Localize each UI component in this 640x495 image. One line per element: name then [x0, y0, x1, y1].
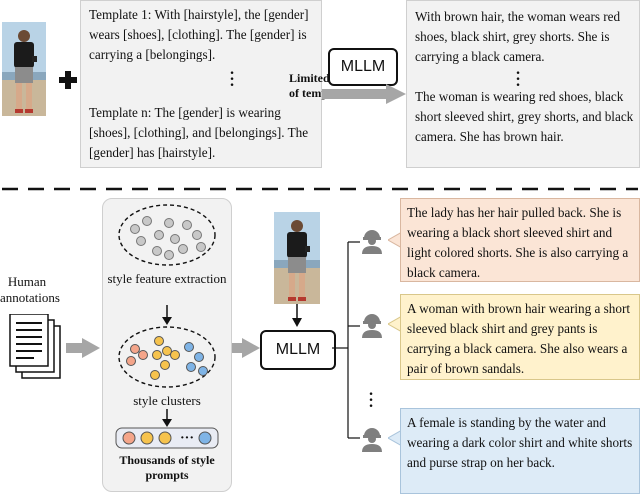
bottom-output-3: A female is standing by the water and we… [400, 408, 640, 494]
output-connectors [332, 241, 360, 439]
annotator-icon-2 [362, 314, 382, 338]
bottom-output-2-text: A woman with brown hair wearing a short … [407, 301, 631, 376]
mllm-box-top: MLLM [328, 48, 398, 86]
arrow-down-1 [162, 305, 172, 325]
arrow-down-2 [162, 409, 172, 427]
plus-icon [58, 70, 78, 90]
thousands-style-prompts-label: Thousands of style prompts [119, 453, 215, 482]
bubble-tail-1 [388, 232, 402, 248]
bubble-tail-3 [388, 430, 402, 446]
style-prompts-capsule: ··· [115, 427, 219, 449]
person-photo-bottom [274, 212, 320, 304]
style-feature-extraction-label: style feature extraction [107, 271, 227, 286]
bottom-output-2: A woman with brown hair wearing a short … [400, 294, 640, 380]
style-feature-ellipse [118, 204, 216, 266]
template-1-text: Template 1: With [hairstyle], the [gende… [89, 7, 309, 62]
human-annotations-label: Human annotations [0, 274, 60, 305]
arrow-photo-to-mllm [292, 304, 302, 327]
annotator-icon-3 [362, 428, 382, 452]
bottom-output-3-text: A female is standing by the water and we… [407, 415, 633, 470]
svg-text:···: ··· [180, 431, 194, 446]
bottom-output-1-text: The lady has her hair pulled back. She i… [407, 205, 629, 280]
style-panel: style feature extraction style clusters … [102, 198, 232, 492]
top-output-box: With brown hair, the woman wears red sho… [406, 0, 640, 168]
bubble-tail-2 [388, 316, 402, 332]
template-vdots: ··· [229, 65, 235, 94]
template-box: Template 1: With [hairstyle], the [gende… [80, 0, 373, 168]
style-clusters-label: style clusters [133, 393, 201, 408]
section-divider [0, 178, 640, 191]
style-clusters-ellipse [118, 326, 216, 388]
top-output-vdots: ··· [515, 65, 521, 94]
arrow-to-style-panel [66, 338, 100, 358]
person-photo-top [2, 22, 46, 116]
annotator-icon-1 [362, 230, 382, 254]
outputs-vdots: ··· [368, 386, 374, 415]
document-stack-icon [8, 313, 64, 382]
arrow-top [322, 84, 406, 104]
arrow-to-mllm [232, 338, 260, 358]
template-n-text: Template n: The [gender] is wearing [sho… [89, 105, 309, 160]
top-output-1: With brown hair, the woman wears red sho… [415, 9, 621, 64]
bottom-output-1: The lady has her hair pulled back. She i… [400, 198, 640, 282]
mllm-box-bottom: MLLM [260, 330, 336, 370]
top-output-2: The woman is wearing red shoes, black sh… [415, 89, 634, 144]
